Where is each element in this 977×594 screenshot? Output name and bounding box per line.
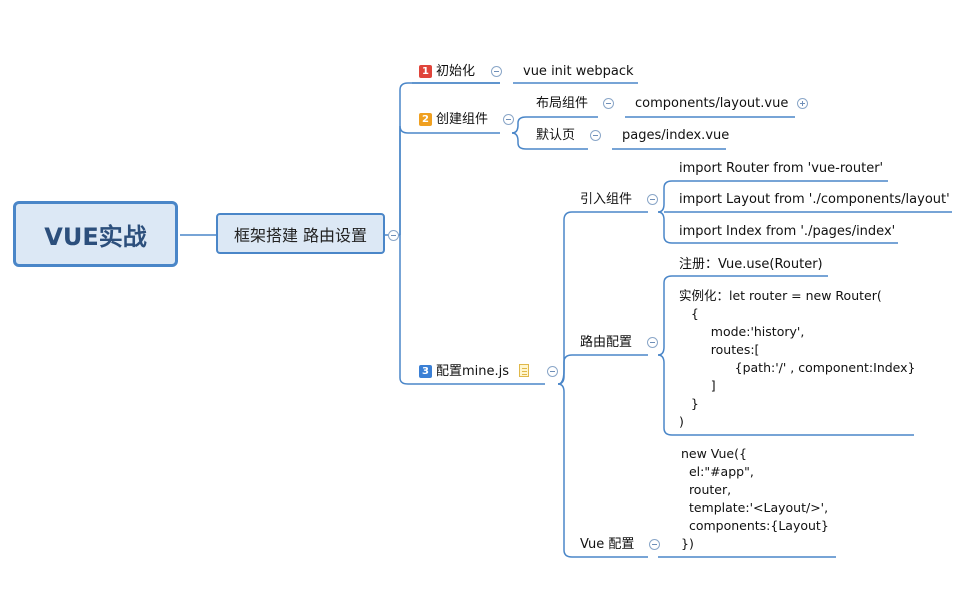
branch-create-label: 创建组件 xyxy=(436,112,489,127)
init-command[interactable]: vue init webpack xyxy=(523,64,634,79)
priority-3-icon: 3 xyxy=(419,365,432,378)
branch-create[interactable]: 2 创建组件 xyxy=(419,111,488,129)
priority-1-icon: 1 xyxy=(419,65,432,78)
branch-config[interactable]: 3 配置mine.js xyxy=(419,363,509,381)
route-register[interactable]: 注册：Vue.use(Router) xyxy=(679,257,823,272)
note-icon[interactable] xyxy=(519,364,529,377)
route-instance-code[interactable]: 实例化：let router = new Router( { mode:'his… xyxy=(679,288,916,429)
collapse-icon[interactable] xyxy=(547,366,558,377)
default-page-file[interactable]: pages/index.vue xyxy=(622,128,730,143)
default-page-label[interactable]: 默认页 xyxy=(536,128,576,143)
vue-config-code[interactable]: new Vue({ el:"#app", router, template:'<… xyxy=(681,446,829,551)
import-item[interactable]: import Router from 'vue-router' xyxy=(679,161,884,176)
main-topic[interactable]: 框架搭建 路由设置 xyxy=(216,213,385,254)
collapse-icon[interactable] xyxy=(603,98,614,109)
branch-init[interactable]: 1 初始化 xyxy=(419,63,475,81)
vue-config-label[interactable]: Vue 配置 xyxy=(580,537,635,552)
collapse-icon[interactable] xyxy=(388,230,399,241)
branch-config-label: 配置mine.js xyxy=(436,364,510,379)
collapse-icon[interactable] xyxy=(503,114,514,125)
collapse-icon[interactable] xyxy=(649,539,660,550)
priority-2-icon: 2 xyxy=(419,113,432,126)
root-topic[interactable]: VUE实战 xyxy=(13,201,178,267)
expand-icon[interactable] xyxy=(797,98,808,109)
branch-init-label: 初始化 xyxy=(436,64,476,79)
collapse-icon[interactable] xyxy=(647,337,658,348)
layout-component-file[interactable]: components/layout.vue xyxy=(635,96,789,111)
collapse-icon[interactable] xyxy=(491,66,502,77)
route-config-label[interactable]: 路由配置 xyxy=(580,335,633,350)
layout-component-label[interactable]: 布局组件 xyxy=(536,96,589,111)
import-item[interactable]: import Layout from './components/layout' xyxy=(679,192,950,207)
import-label[interactable]: 引入组件 xyxy=(580,192,633,207)
collapse-icon[interactable] xyxy=(647,194,658,205)
import-item[interactable]: import Index from './pages/index' xyxy=(679,224,896,239)
root-title: VUE实战 xyxy=(44,222,147,251)
main-title: 框架搭建 路由设置 xyxy=(233,225,368,245)
collapse-icon[interactable] xyxy=(590,130,601,141)
